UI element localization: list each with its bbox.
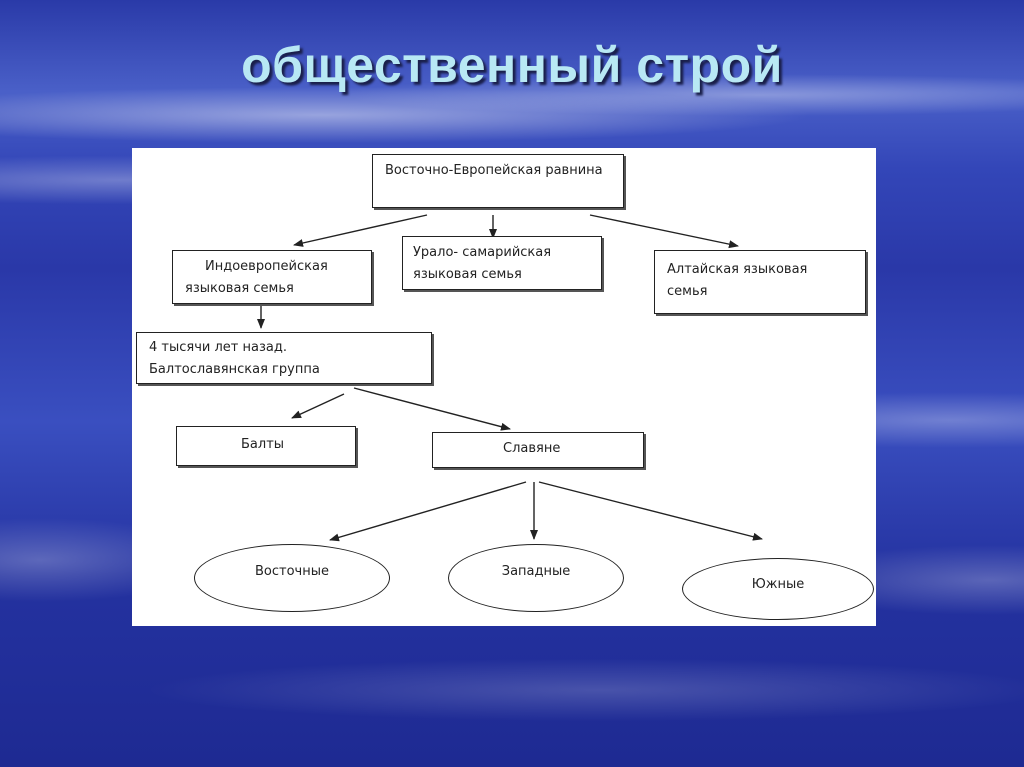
arrow-root-to-indo xyxy=(293,214,428,247)
node-west-slavs: Западные xyxy=(448,544,624,612)
node-balto-line1: 4 тысячи лет назад. xyxy=(149,340,287,355)
node-ural-line2: языковая семья xyxy=(413,267,522,282)
diagram-panel: Восточно-Европейская равнина Индоевропей… xyxy=(132,148,876,626)
node-east-european-plain: Восточно-Европейская равнина xyxy=(372,154,624,208)
node-uralic-family: Урало- самарийская языковая семья xyxy=(402,236,602,290)
slide-title: общественный строй xyxy=(241,37,783,93)
node-indo-line1: Индоевропейская xyxy=(205,259,328,274)
arrow-slavs-to-south xyxy=(538,481,763,541)
arrow-balto-to-balts xyxy=(291,393,345,419)
arrow-slavs-to-east xyxy=(329,481,527,542)
node-east-slavs: Восточные xyxy=(194,544,390,612)
node-south-slavs: Южные xyxy=(682,558,874,620)
diagram-connectors xyxy=(257,214,763,542)
node-indo-line2: языковая семья xyxy=(185,281,294,296)
node-slavs: Славяне xyxy=(432,432,644,468)
node-balto-slavic-group: 4 тысячи лет назад. Балтославянская груп… xyxy=(136,332,432,384)
arrow-balto-to-slavs xyxy=(353,387,511,431)
node-balts: Балты xyxy=(176,426,356,466)
node-south-label: Южные xyxy=(751,576,805,592)
node-indo-european-family: Индоевропейская языковая семья xyxy=(172,250,372,304)
node-root-label: Восточно-Европейская равнина xyxy=(385,163,603,178)
node-slavs-label: Славяне xyxy=(503,441,561,456)
node-altaic-family: Алтайская языковая семья xyxy=(654,250,866,314)
node-ural-line1: Урало- самарийская xyxy=(413,245,552,260)
node-balts-label: Балты xyxy=(241,437,285,452)
node-balto-line2: Балтославянская группа xyxy=(149,362,320,377)
node-altai-line1: Алтайская языковая xyxy=(667,262,808,277)
arrow-root-to-altai xyxy=(589,214,739,249)
node-west-label: Западные xyxy=(501,563,571,579)
node-east-label: Восточные xyxy=(255,563,329,579)
node-altai-line2: семья xyxy=(667,284,708,299)
